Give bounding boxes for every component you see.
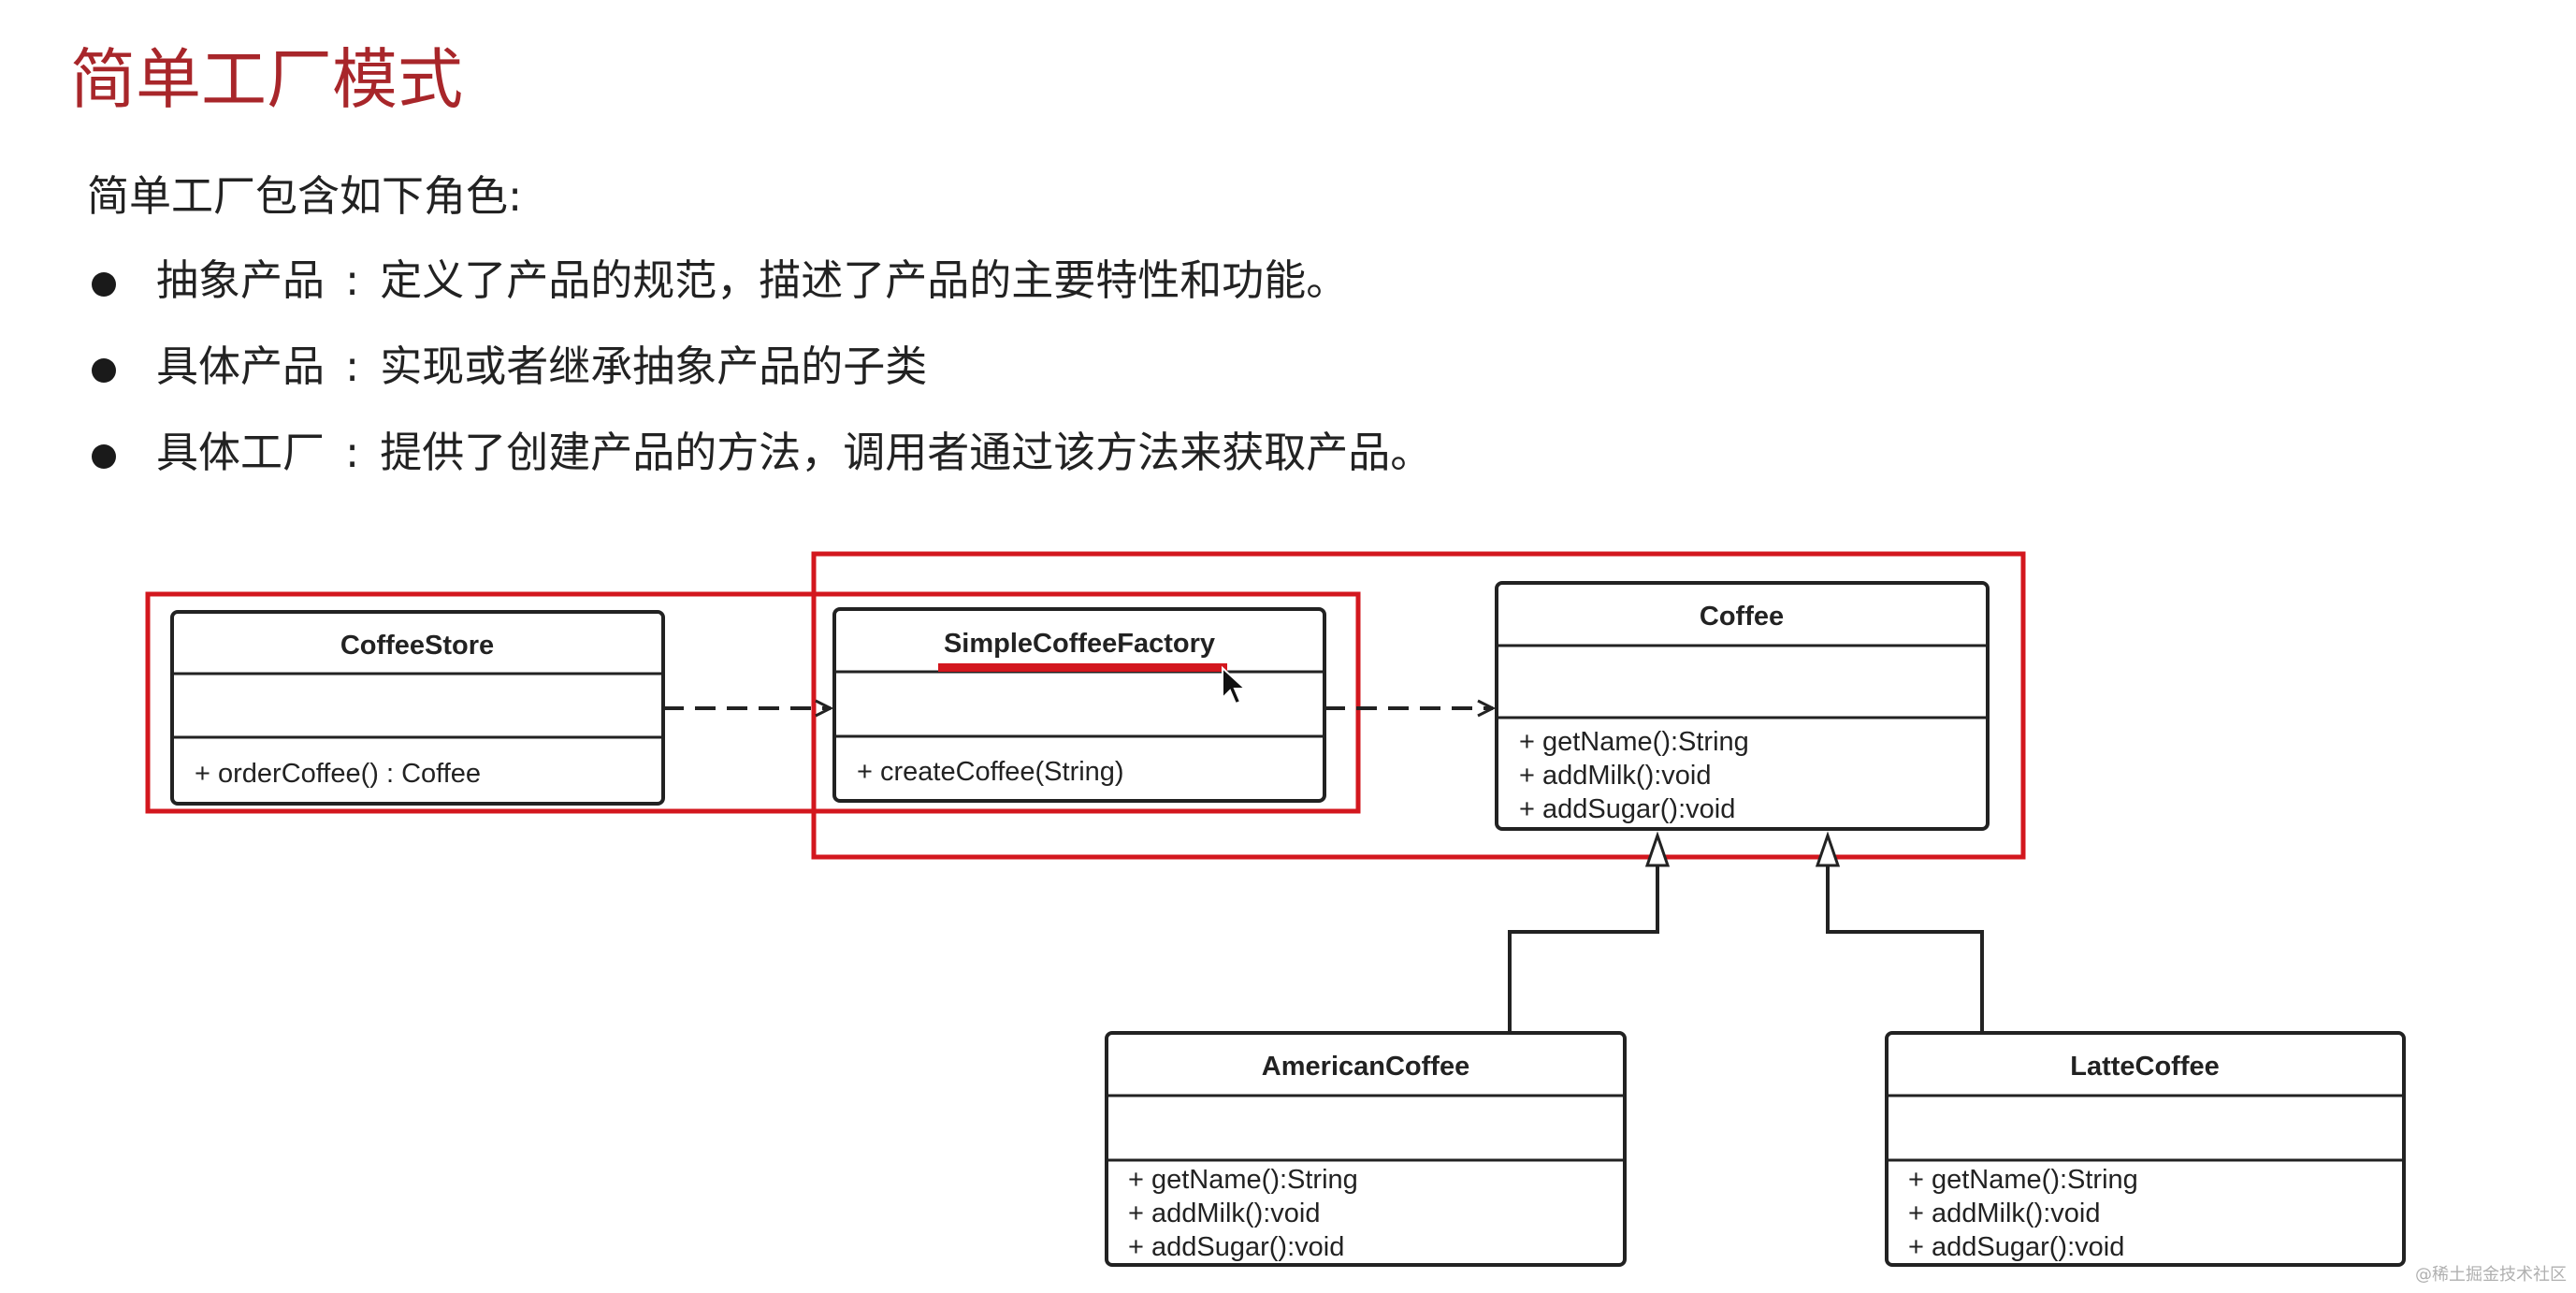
role-text: 具体产品: 实现或者继承抽象产品的子类 <box>156 339 927 395</box>
class-method: + addMilk():void <box>1908 1199 2101 1228</box>
role-description: 实现或者继承抽象产品的子类 <box>380 341 928 391</box>
role-name: 具体产品 <box>156 341 326 391</box>
role-description: 提供了创建产品的方法，调用者通过该方法来获取产品。 <box>380 428 1433 477</box>
intro-text: 简单工厂包含如下角色: <box>87 171 523 221</box>
class-name: LatteCoffee <box>2070 1052 2220 1082</box>
role-text: 抽象产品: 定义了产品的规范，描述了产品的主要特性和功能。 <box>156 253 1348 309</box>
role-description: 定义了产品的规范，描述了产品的主要特性和功能。 <box>380 255 1349 305</box>
bullet-dot-icon <box>92 272 116 297</box>
role-separator: : <box>345 255 360 305</box>
bullet-dot-icon <box>92 444 116 469</box>
role-text: 具体工厂: 提供了创建产品的方法，调用者通过该方法来获取产品。 <box>156 425 1432 481</box>
class-method: + addSugar():void <box>1128 1232 1344 1262</box>
inheritance-triangle-icon <box>1815 831 1841 867</box>
class-name: Coffee <box>1700 602 1784 632</box>
watermark: @稀土掘金技术社区 <box>2415 1265 2567 1285</box>
class-method: + createCoffee(String) <box>857 757 1124 787</box>
highlight-frame-right <box>811 551 2026 860</box>
underline-highlight <box>938 663 1227 672</box>
class-method: + orderCoffee() : Coffee <box>195 759 481 789</box>
class-latte-coffee[interactable]: LatteCoffee + getName():String + addMilk… <box>1885 1031 2406 1267</box>
class-method: + getName():String <box>1908 1165 2138 1195</box>
highlight-frame-left <box>145 591 1361 814</box>
class-method: + addSugar():void <box>1519 794 1735 824</box>
mouse-cursor-icon <box>1222 665 1248 705</box>
class-method: + addMilk():void <box>1519 761 1712 791</box>
role-separator: : <box>345 428 360 477</box>
class-method: + getName():String <box>1128 1165 1358 1195</box>
class-name: CoffeeStore <box>340 631 494 661</box>
class-method: + getName():String <box>1519 727 1749 757</box>
role-separator: : <box>345 341 360 391</box>
inheritance-line-american <box>1508 865 1659 1033</box>
class-simple-coffee-factory[interactable]: SimpleCoffeeFactory + createCoffee(Strin… <box>832 607 1326 803</box>
inheritance-line-latte <box>1826 865 1984 1033</box>
class-coffee[interactable]: Coffee + getName():String + addMilk():vo… <box>1495 581 1990 831</box>
role-name: 具体工厂 <box>156 428 326 477</box>
class-coffee-store[interactable]: CoffeeStore + orderCoffee() : Coffee <box>170 610 665 806</box>
class-name: AmericanCoffee <box>1262 1052 1469 1082</box>
class-name: SimpleCoffeeFactory <box>944 629 1215 659</box>
inheritance-triangle-icon <box>1644 831 1671 867</box>
class-method: + addSugar():void <box>1908 1232 2124 1262</box>
class-american-coffee[interactable]: AmericanCoffee + getName():String + addM… <box>1105 1031 1627 1267</box>
bullet-dot-icon <box>92 358 116 383</box>
class-method: + addMilk():void <box>1128 1199 1321 1228</box>
page-title: 简单工厂模式 <box>70 41 463 118</box>
role-name: 抽象产品 <box>156 255 326 305</box>
